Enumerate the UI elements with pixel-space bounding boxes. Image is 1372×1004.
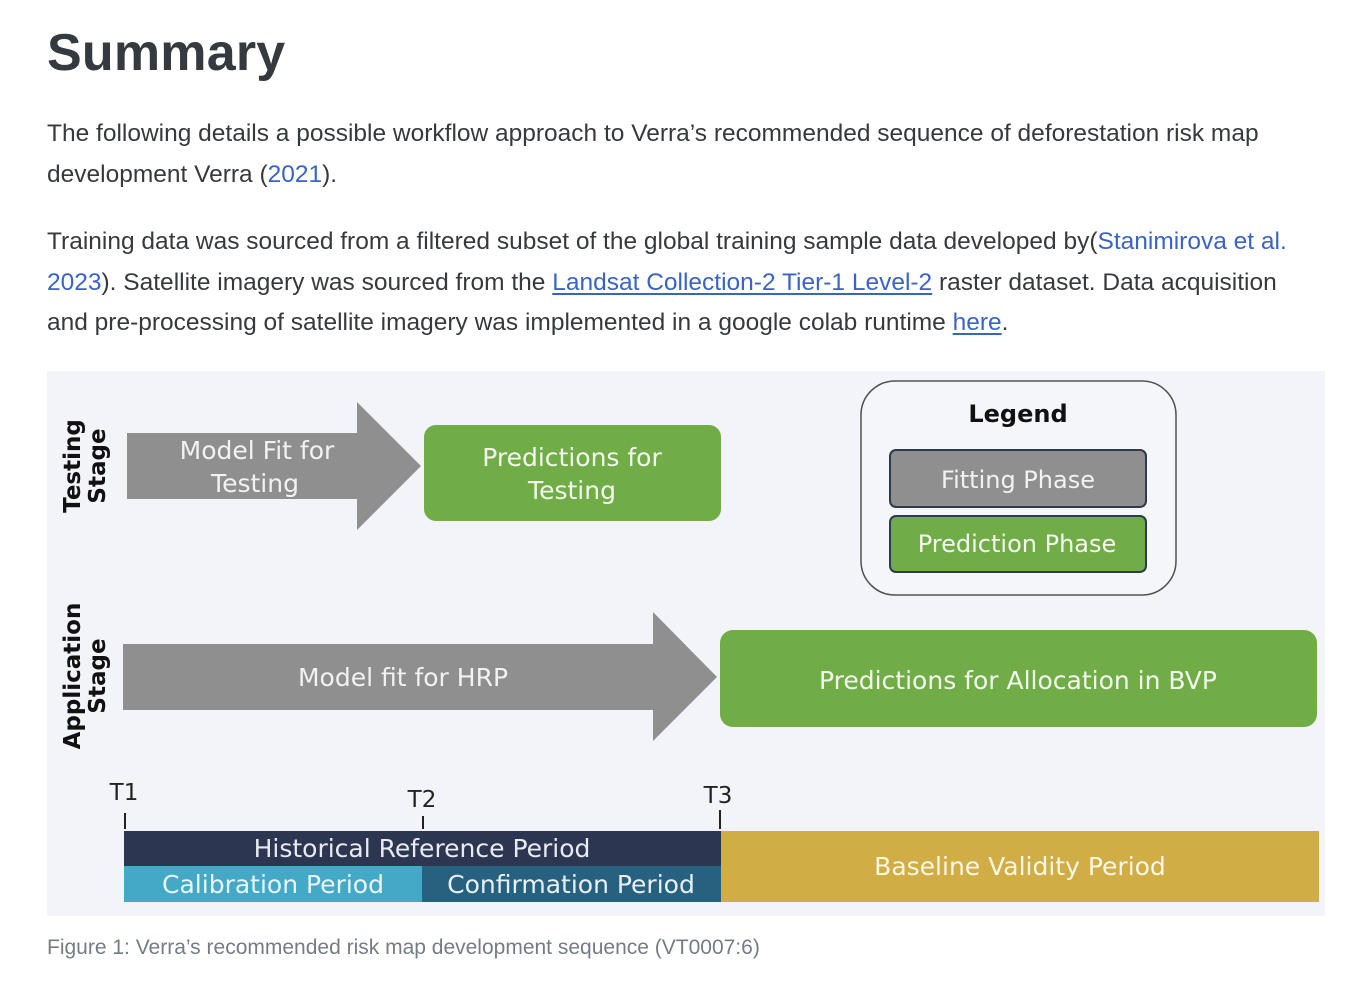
baseline-validity-label: Baseline Validity Period: [874, 852, 1166, 881]
predictions-bvp-label: Predictions for Allocation in BVP: [819, 666, 1217, 695]
training-text: Training data was sourced from a filtere…: [47, 228, 1098, 255]
workflow-figure: Testing Stage Application Stage Model Fi…: [47, 371, 1325, 916]
application-stage-label-line1: Application: [60, 603, 86, 750]
predictions-testing-label-line1: Predictions for: [482, 443, 662, 472]
confirmation-period-label: Confirmation Period: [447, 870, 695, 899]
timeline-t3-label: T3: [703, 783, 733, 809]
testing-stage-label-line2: Stage: [85, 428, 111, 503]
model-fit-hrp-label: Model fit for HRP: [298, 663, 508, 692]
legend-title: Legend: [968, 400, 1067, 428]
testing-stage-label-line1: Testing: [60, 419, 86, 513]
training-text-end: .: [1001, 309, 1009, 336]
legend-prediction-label: Prediction Phase: [918, 530, 1117, 558]
figure-caption: Figure 1: Verra’s recommended risk map d…: [47, 936, 760, 959]
predictions-bvp-box: [720, 630, 1317, 727]
legend-fitting-label: Fitting Phase: [941, 466, 1095, 494]
model-fit-testing-label-line1: Model Fit for: [180, 436, 335, 465]
confirmation-period-bar: [422, 866, 721, 902]
calibration-period-label: Calibration Period: [162, 870, 384, 899]
intro-paragraph: The following details a possible workflo…: [47, 114, 1322, 195]
historical-reference-bar: [124, 831, 721, 866]
historical-reference-label: Historical Reference Period: [254, 834, 591, 863]
training-text-mid2: raster dataset. Data acquisition and pre…: [47, 268, 1277, 337]
workflow-diagram: Testing Stage Application Stage Model Fi…: [60, 380, 1319, 902]
intro-text: The following details a possible workflo…: [47, 120, 1259, 188]
timeline-t1-label: T1: [109, 780, 139, 806]
colab-here-link[interactable]: here: [952, 309, 1002, 336]
citation-link-verra-2021[interactable]: 2021: [267, 160, 323, 188]
model-fit-hrp-arrow: [123, 612, 717, 741]
legend-prediction-swatch: [889, 515, 1147, 573]
intro-text-end: ).: [322, 160, 338, 188]
page-title: Summary: [47, 24, 286, 82]
legend-fitting-swatch: [889, 449, 1147, 508]
application-stage-label-line2: Stage: [85, 638, 111, 713]
predictions-testing-label-line2: Testing: [527, 476, 616, 505]
landsat-dataset-link[interactable]: Landsat Collection-2 Tier-1 Level-2: [552, 268, 933, 296]
timeline-t2-label: T2: [407, 787, 437, 813]
model-fit-testing-arrow: [127, 402, 421, 530]
training-data-paragraph: Training data was sourced from a filtere…: [47, 222, 1322, 344]
citation-link-stanimirova[interactable]: Stanimirova et al. 2023: [47, 228, 1287, 296]
calibration-period-bar: [124, 866, 422, 902]
training-text-mid: ). Satellite imagery was sourced from th…: [101, 268, 553, 296]
baseline-validity-bar: [721, 831, 1319, 902]
model-fit-testing-label-line2: Testing: [210, 469, 299, 498]
predictions-testing-box: [424, 425, 721, 521]
